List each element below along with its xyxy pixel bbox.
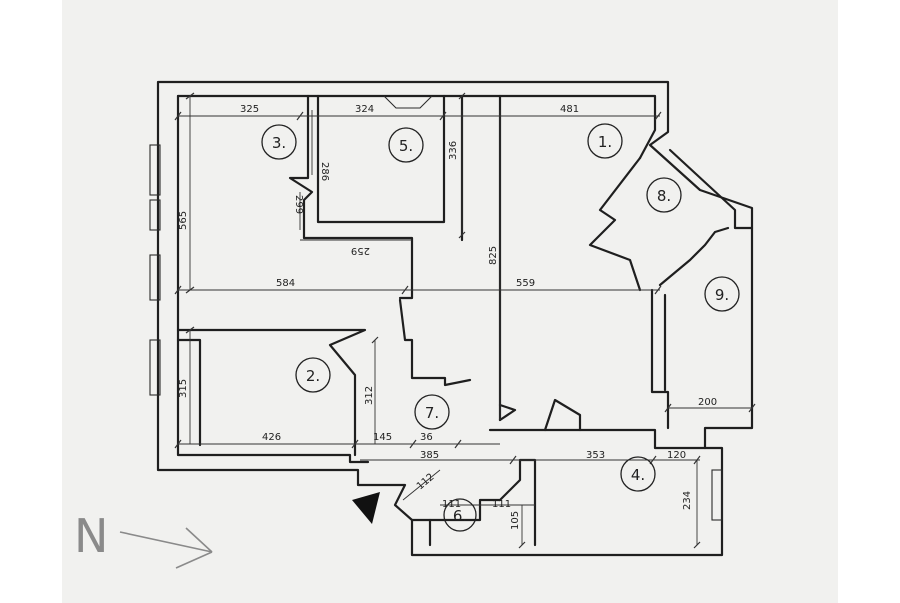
dim-353: 353 — [586, 450, 605, 461]
room-8-marker: 8. — [646, 177, 682, 213]
dim-336: 336 — [448, 141, 459, 160]
room-3-label: 3. — [272, 134, 286, 152]
dim-145: 145 — [373, 432, 392, 443]
outer-walls — [149, 80, 754, 557]
room-2-label: 2. — [306, 367, 320, 385]
dim-426: 426 — [262, 432, 281, 443]
room-2-marker: 2. — [295, 357, 331, 393]
room-3-marker: 3. — [261, 124, 297, 160]
dim-200: 200 — [698, 397, 717, 408]
dim-299: 299 — [293, 195, 304, 214]
north-compass: N — [74, 509, 213, 569]
dim-315: 315 — [178, 379, 189, 398]
dim-584: 584 — [276, 278, 295, 289]
room-9-label: 9. — [715, 286, 729, 304]
room-7-label: 7. — [425, 404, 439, 422]
room-9-marker: 9. — [704, 276, 740, 312]
dim-312: 312 — [364, 386, 375, 405]
dim-325: 325 — [240, 104, 259, 115]
room-4-marker: 4. — [620, 456, 656, 492]
dim-111-right: 111 — [492, 499, 511, 510]
dim-286: 286 — [319, 162, 330, 181]
dimension-lines — [174, 92, 756, 549]
north-arrow-icon — [119, 527, 213, 569]
dim-120: 120 — [667, 450, 686, 461]
dim-324: 324 — [355, 104, 374, 115]
room-markers: 1. 2. 3. 4. 5. 6. 7. 8. — [261, 123, 740, 532]
dim-111-left: 111 — [442, 499, 461, 510]
dimension-labels: 325 324 481 286 336 299 565 259 825 584 … — [178, 104, 717, 530]
room-6-label: 6. — [453, 507, 467, 525]
dim-385: 385 — [420, 450, 439, 461]
dim-565: 565 — [178, 211, 189, 230]
room-7-marker: 7. — [414, 394, 450, 430]
room-8-label: 8. — [657, 187, 671, 205]
dim-481: 481 — [560, 104, 579, 115]
room-4-label: 4. — [631, 466, 645, 484]
room-6-marker: 6. — [443, 498, 477, 532]
dim-105: 105 — [510, 511, 521, 530]
dim-259: 259 — [351, 245, 370, 256]
room-5-marker: 5. — [388, 127, 424, 163]
dim-825: 825 — [488, 246, 499, 265]
dim-559: 559 — [516, 278, 535, 289]
entrance-arrow-icon — [352, 492, 380, 524]
north-letter: N — [74, 509, 108, 563]
room-1-marker: 1. — [587, 123, 623, 159]
dim-234: 234 — [682, 491, 693, 510]
room-1-label: 1. — [598, 133, 612, 151]
room-5-label: 5. — [399, 137, 413, 155]
dim-36: 36 — [420, 432, 433, 443]
